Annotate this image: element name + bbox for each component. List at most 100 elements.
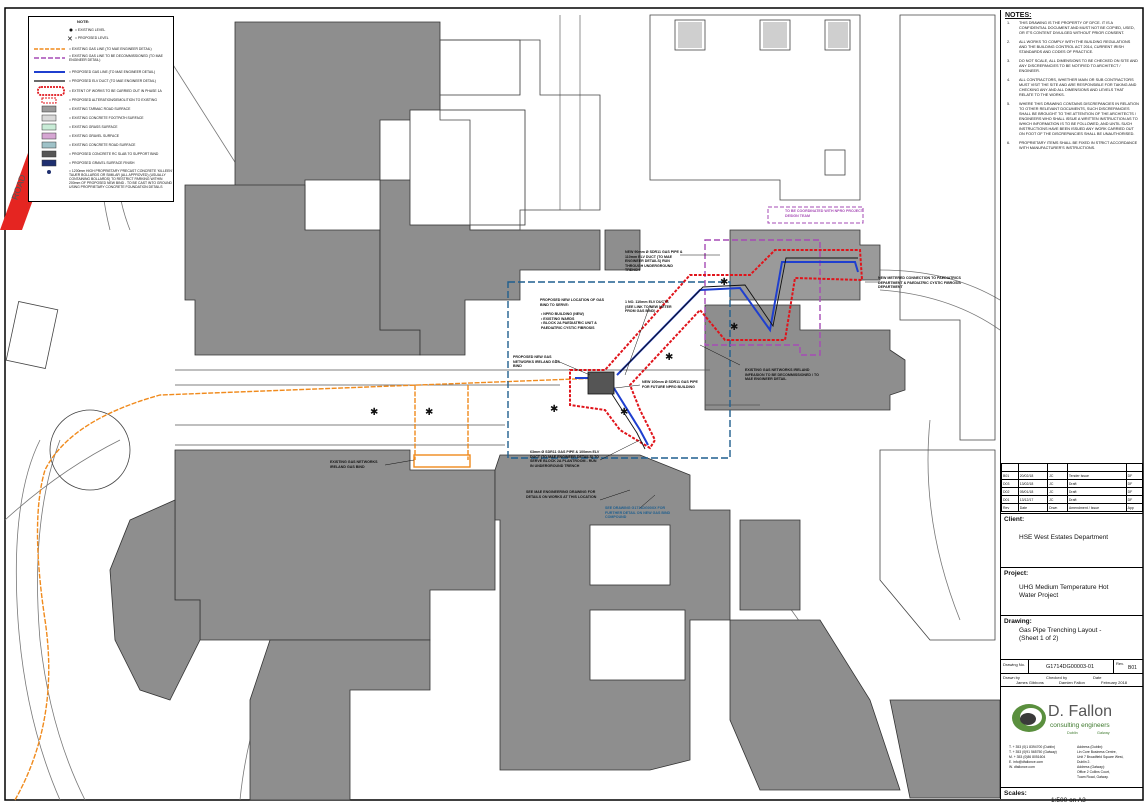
rev-cell: 20/02/18 [1017,471,1049,480]
note-item: 5. WHERE THIS DRAWING CONTAINS DISCREPANC… [1007,102,1139,137]
note-text: PROPRIETARY ITEMS SHALL BE FIXED IN STRI… [1019,141,1138,150]
swatch-bollard [47,170,51,174]
contact-line[interactable]: E. info@dfallonce.com [1009,760,1043,764]
annotation-see-mae: SEE MAE ENGINEERING DRAWING FOR DETAILS … [526,490,597,499]
rev-cell: 13/02/18 [1017,479,1049,488]
address-line: Address (Dublin): [1077,745,1104,749]
courtyards [409,109,686,681]
building [109,499,201,701]
rev-cell: JC [1047,479,1068,488]
swatch-extent [37,86,65,96]
note-text: ALL WORKS TO COMPLY WITH THE BUILDING RE… [1019,40,1131,54]
checked-by: Damien Fallon [1059,680,1085,685]
client-label: Client: [1004,516,1025,523]
annotation-new-100: NEW 100mm Ø SDR11 GAS PIPE FOR FUTURE NP… [642,380,698,389]
hatched-areas [678,22,848,48]
address-line: Office 2 Collins Court, [1077,770,1110,774]
swatch-tarmac [41,105,57,113]
company-box: D. Fallon consulting engineers Dublin Ga… [1001,686,1143,804]
existing-gas-line [14,377,601,801]
rev-cell: Draft [1066,495,1127,504]
note-number: 2. [1007,40,1011,44]
legend-item: = EXISTING TARMAC ROAD SURFACE [69,107,131,111]
rev-cell: JC [1047,471,1068,480]
annotation-existing-network-ireland: EXISTING GAS NETWORKS IRELAND INFEASION … [745,368,819,382]
contact-line: T. + 353 (0)91 565750 (Galway) [1009,750,1057,754]
project-box: Project: UHG Medium Temperature Hot Wate… [1001,567,1143,615]
contact-line: M. + 353 (0)86 8051604 [1009,755,1046,759]
address-line: Unit 7 Broadfield Square West, [1077,755,1124,759]
swatch-proposed-level: ✕ [67,36,73,43]
building [174,449,496,641]
rev-cell: DF [1125,495,1144,504]
building [729,619,901,791]
site-boundary-box [507,281,731,459]
client-box: Client: HSE West Estates Department [1001,513,1143,567]
note-item: 2. ALL WORKS TO COMPLY WITH THE BUILDING … [1007,40,1139,55]
rev-cell: JC [1047,495,1068,504]
legend-item: = PROPOSED GAS LINE (TO MAE ENGINEER DET… [69,70,156,74]
notes-list: 1.THIS DRAWING IS THE PROPERTY OF DFCE. … [1001,21,1143,151]
rev-header: Date [1017,503,1049,512]
serve-item: • NPRO BUILDING (NEW) [541,312,584,316]
drawing-title-line: (Sheet 1 of 2) [1019,635,1059,642]
rev-cell [1017,463,1049,472]
legend-item: = PROPOSED ALTERATION/DEMOLITION TO EXIS… [69,98,158,102]
annotation-coordinated: TO BE COORDINATED WITH NPRO PROJECT DESI… [785,209,863,218]
rev-cell [1047,463,1068,472]
building [704,304,906,411]
legend-item: = EXISTING GRAVEL SURFACE [69,134,120,138]
scale-value: 1:500 on A3 [1051,797,1086,804]
swatch-existing-level [69,28,73,32]
rev-cell: B01 [1001,471,1019,480]
note-number: 5. [1007,102,1011,106]
rev-cell: DF [1125,487,1144,496]
serve-item: • BLOCK 2A PAEDIATRIC UNIT & PAEDIATRIC … [541,321,597,330]
note-item: 1.THIS DRAWING IS THE PROPERTY OF DFCE. … [1007,21,1139,36]
contact-line[interactable]: W. dfallonce.com [1009,765,1035,769]
client-name: HSE West Estates Department [1019,534,1109,541]
note-text: ALL CONTRACTORS, WHETHER MAIN OR SUB CON… [1019,78,1137,97]
date-label: Date [1093,675,1102,680]
building [249,639,431,801]
project-label: Project: [1004,570,1029,577]
note-text: WHERE THIS DRAWING CONTAINS DISCREPANCIE… [1019,102,1139,136]
annotation-serve-list: • NPRO BUILDING (NEW) • EXISTING WARDS •… [541,312,601,330]
address-line: Dublin 2. [1077,760,1091,764]
annotation-see-drawing: SEE DRAWING G1714DG00XX FOR FURTHER DETA… [605,506,671,520]
hatched-area [828,22,848,48]
coordination-box [767,206,864,224]
project-line: UHG Medium Temperature Hot [1019,584,1109,591]
rev-header: Rev [1001,503,1019,512]
legend-item: = EXISTING LEVEL [75,28,106,32]
rev-cell [1001,463,1019,472]
rev-header: Amendment / Issue [1066,503,1127,512]
swatch-grass [41,123,57,131]
company-city: Dublin [1067,731,1078,735]
annotation-metered: NEW METERED CONNECTION TO PAEDIATRICS DE… [878,276,961,290]
note-number: 6. [1007,141,1011,145]
divider [1028,660,1030,674]
rev-cell: Draft [1066,479,1127,488]
building-outline [439,39,521,96]
level-marker: ✱ [425,407,433,418]
legend-swatches: ✕ [34,28,73,174]
note-item: 6. PROPRIETARY ITEMS SHALL BE FIXED IN ST… [1007,141,1139,151]
swatch-alteration [41,97,57,104]
contact-list: T. + 353 (0)1 8394700 (Dublin) T. + 353 … [1009,745,1057,770]
drawing-title-line: Gas Pipe Trenching Layout - [1019,627,1102,634]
hatched-area [678,22,702,48]
legend-item: = PROPOSED LEVEL [75,36,109,40]
building [729,229,881,301]
drawing-no-label: Drawing No. [1003,662,1026,667]
revision-row [1001,463,1144,472]
address-line: Lin Core Business Centre, [1077,750,1117,754]
drawing-label: Drawing: [1004,618,1032,625]
legend-item: = PROPOSED CONCRETE RC SLAB TO SUPPORT B… [69,152,159,156]
level-marker: ✱ [370,407,378,418]
rev-cell: Tender Issue [1066,471,1127,480]
swatch-rc-slab [41,150,57,158]
note-number: 1. [1007,21,1011,25]
